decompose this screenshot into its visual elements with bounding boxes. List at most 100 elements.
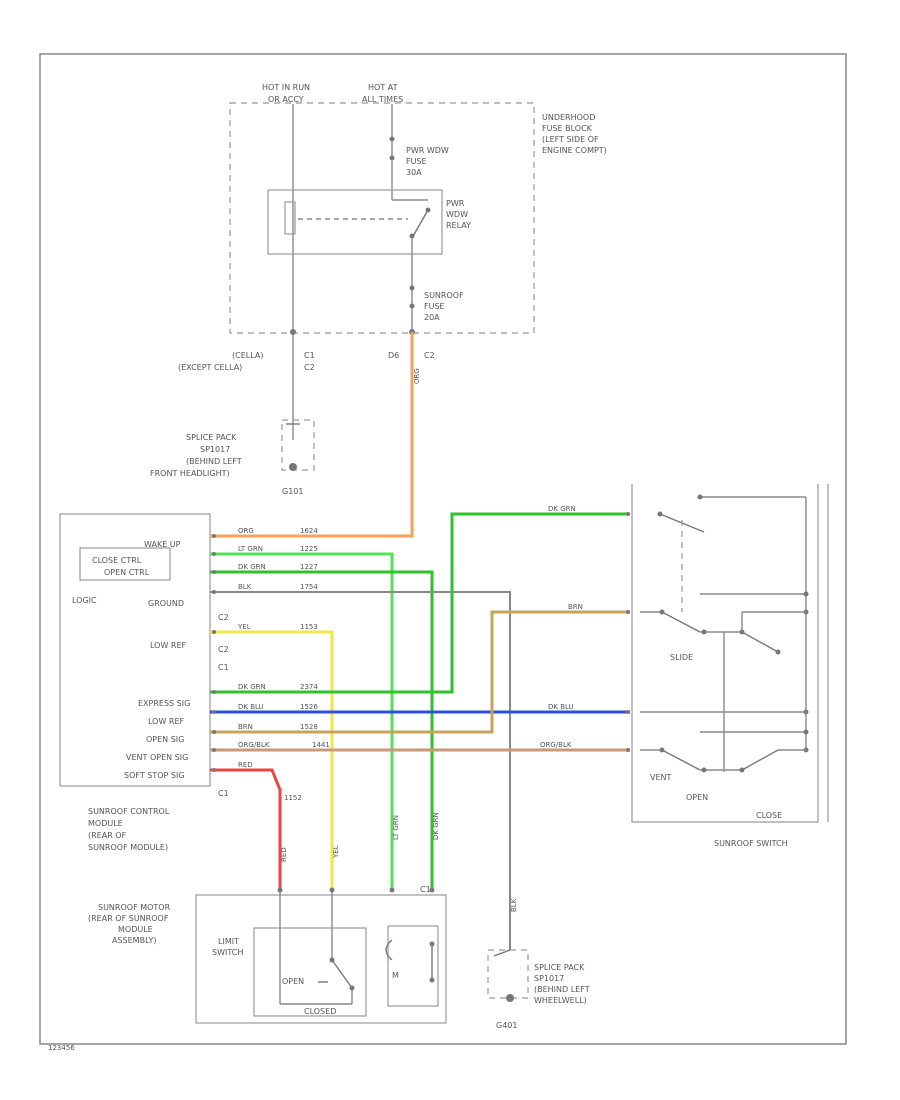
switch-vent-pin-2	[701, 767, 707, 773]
connector-c1-pin	[290, 329, 296, 335]
fuse2-terminal-top	[409, 285, 415, 291]
module-title-4: SUNROOF MODULE)	[88, 843, 168, 852]
relay-pin-1	[409, 233, 415, 239]
wire-dkgrn2-num: 2374	[300, 683, 318, 691]
splice1-ground-dot	[289, 463, 297, 471]
wire-dkgrn-vlabel: DK GRN	[432, 812, 440, 840]
switch-express-pin-2	[697, 494, 703, 500]
motor-connector-pins	[277, 887, 435, 893]
hot-all-label-2: ALL TIMES	[362, 95, 403, 104]
splice1-label-1: SPLICE PACK	[186, 433, 237, 442]
motor-coil-box	[387, 925, 439, 1007]
pin-label-c1b: C1	[218, 789, 229, 798]
wire-yel-label: YEL	[237, 623, 251, 631]
motor-connector-label: C1	[420, 885, 431, 894]
switch-vent-label: VENT	[650, 773, 672, 782]
wire-red-num: 1152	[284, 794, 302, 802]
wire-dkgrn-2374	[210, 512, 630, 694]
motor-title-2: (REAR OF SUNROOF	[88, 914, 169, 923]
splice2-label-1: SPLICE PACK	[534, 963, 585, 972]
hot-all-label: HOT AT	[368, 83, 398, 92]
limit-switch-label-1: LIMIT	[218, 937, 239, 946]
limit-switch-label-2: SWITCH	[212, 948, 243, 957]
fuse1-terminal-top	[389, 136, 395, 142]
limit-switch-box	[253, 927, 367, 1017]
limit-closed-label: CLOSED	[304, 1007, 336, 1016]
fuse2-label-3: 20A	[424, 313, 440, 322]
splice-pack-front	[281, 419, 315, 471]
splice-pack-rear	[487, 949, 529, 999]
wire-blk-num: 1754	[300, 583, 318, 591]
relay-contact	[411, 209, 429, 239]
limit-open-label: OPEN	[282, 977, 304, 986]
wire-orgblk-num: 1441	[312, 741, 330, 749]
org-wire-label: ORG	[413, 368, 421, 384]
switch-slide-pin	[659, 609, 665, 615]
relay-pin-2	[425, 207, 431, 213]
wire-sw-brn-label: BRN	[568, 603, 583, 611]
c2-label: C2	[424, 351, 435, 360]
motor-symbol	[385, 939, 393, 961]
splice2-ground-dot	[506, 994, 514, 1002]
pin-label-c2: C2	[218, 613, 229, 622]
wire-blk-label: BLK	[238, 583, 252, 591]
splice2-label-4: WHEELWELL)	[534, 996, 587, 1005]
motor-pin-1	[429, 941, 435, 947]
switch-low-pin-2	[803, 729, 809, 735]
switch-slide-label: SLIDE	[670, 653, 693, 662]
pin-label-low-ref-2: LOW REF	[148, 717, 185, 726]
splice2-label-3: (BEHIND LEFT	[534, 985, 590, 994]
wire-brn-1528	[210, 610, 630, 734]
sunroof-switch-box	[631, 484, 819, 823]
wire-sw-dkblu-label: DK BLU	[548, 703, 574, 711]
wire-ltgrn-vlabel: LT GRN	[392, 815, 400, 840]
wire-blk-vlabel: BLK	[510, 898, 518, 912]
module-title-3: (REAR OF	[88, 831, 127, 840]
fuse1-label-2: FUSE	[406, 157, 427, 166]
cella-c1-id: C1	[304, 351, 315, 360]
cella-c1-label: (CELLA)	[232, 351, 263, 360]
switch-slide-pin-2	[701, 629, 707, 635]
fuse-block-title-4: ENGINE COMPT)	[542, 146, 607, 155]
fuse-block-title-2: FUSE BLOCK	[542, 124, 593, 133]
splice1-label-4: FRONT HEADLIGHT)	[150, 469, 230, 478]
switch-vent-contact-2	[741, 749, 779, 771]
wire-dkgrn-1227	[210, 570, 434, 890]
logic-close-ctrl: CLOSE CTRL	[92, 556, 142, 565]
wire-ltgrn-1225	[210, 552, 394, 890]
ground-g401-label: G401	[496, 1021, 517, 1030]
diagram-frame	[39, 53, 847, 1045]
pin-label-low-ref: LOW REF	[150, 641, 187, 650]
switch-open-label: OPEN	[686, 793, 708, 802]
limit-pin-1	[329, 957, 335, 963]
splice1-label-2: SP1017	[200, 445, 230, 454]
ground-g101-label: G101	[282, 487, 303, 496]
pin-label-c2b: C2	[218, 645, 229, 654]
pin-label-vent-open-sig: VENT OPEN SIG	[126, 753, 188, 762]
d6-label: D6	[388, 351, 399, 360]
switch-pins	[626, 512, 630, 752]
pin-label-ground: GROUND	[148, 599, 184, 608]
fuse1-label-3: 30A	[406, 168, 422, 177]
wire-dkblu-label: DK BLU	[238, 703, 264, 711]
splice2-label-2: SP1017	[534, 974, 564, 983]
fuse-block-title-3: (LEFT SIDE OF	[542, 135, 599, 144]
wire-org-1624	[210, 332, 414, 538]
fuse2-label-1: SUNROOF	[424, 291, 464, 300]
sunroof-motor-assembly	[195, 894, 447, 1024]
limit-pin-2	[349, 985, 355, 991]
pin-label-open-sig: OPEN SIG	[146, 735, 184, 744]
switch-mid-pin	[803, 591, 809, 597]
wire-dkblu-num: 1526	[300, 703, 318, 711]
except-cella-label: (EXCEPT CELLA)	[178, 363, 242, 372]
wire-yel-vlabel: YEL	[332, 845, 340, 859]
switch-vent-pin	[659, 747, 665, 753]
wire-orgblk-label: ORG/BLK	[238, 741, 270, 749]
motor-title-4: ASSEMBLY)	[112, 936, 156, 945]
fuse-block-title-1: UNDERHOOD	[542, 113, 595, 122]
wire-ltgrn-label: LT GRN	[238, 545, 263, 553]
switch-vent-contact	[661, 749, 701, 771]
switch-slide-pin-3	[739, 629, 745, 635]
except-cella-id: C2	[304, 363, 315, 372]
wire-red-1152	[210, 768, 282, 890]
